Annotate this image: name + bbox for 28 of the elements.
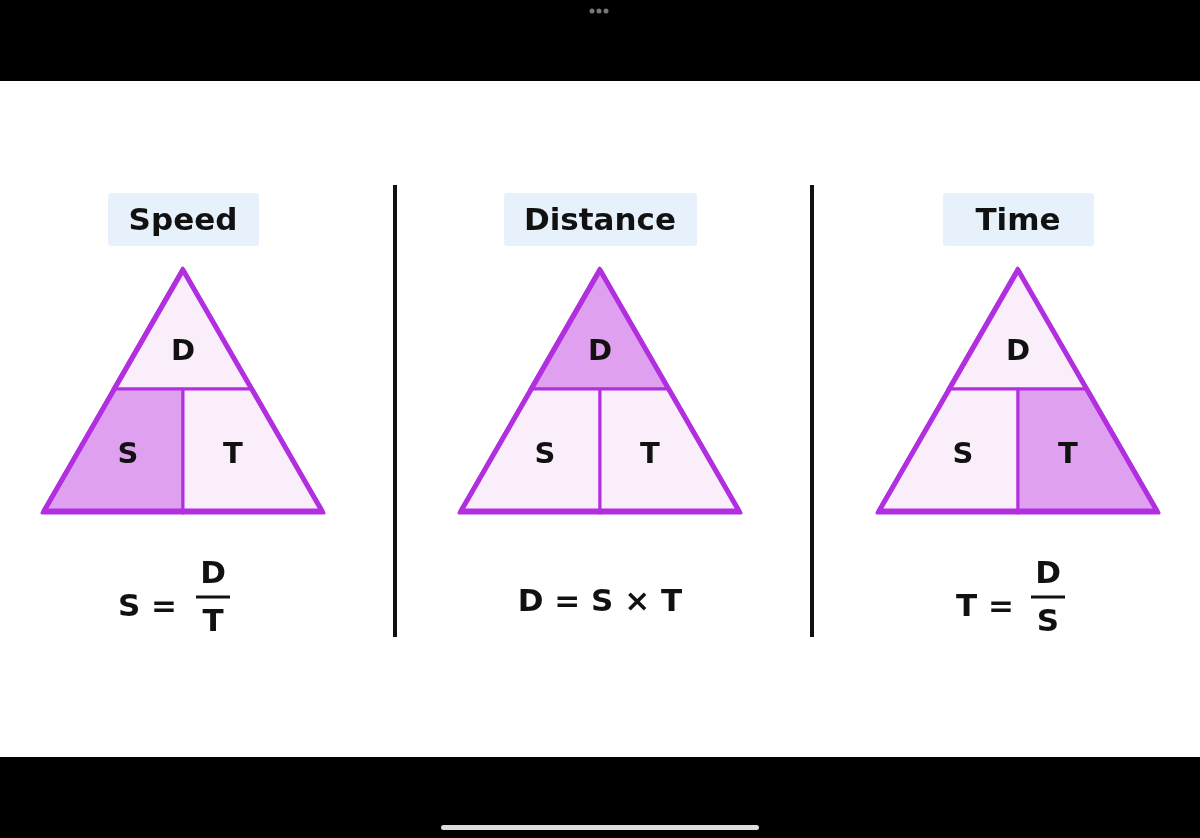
variable-letter: T <box>222 435 244 471</box>
formula-triangle <box>877 268 1159 513</box>
title-label: Time <box>942 193 1094 246</box>
triangle-section <box>600 389 741 513</box>
triangle-section <box>459 389 600 513</box>
triangle-section <box>1018 389 1159 513</box>
formula-text: D <box>1034 553 1062 592</box>
title-label: Speed <box>107 193 259 246</box>
triangle-section <box>42 389 183 513</box>
formula-text: D = S × T <box>516 581 684 620</box>
formula-triangle <box>459 268 741 513</box>
triangle-section <box>183 389 324 513</box>
variable-letter: D <box>586 332 613 368</box>
variable-letter: T <box>639 435 661 471</box>
formula-text: D <box>199 553 227 592</box>
variable-letter: S <box>116 435 140 471</box>
formula-text: S = <box>118 586 178 625</box>
variable-letter: S <box>533 435 557 471</box>
variable-letter: S <box>951 435 975 471</box>
formula-text: S <box>1035 601 1061 640</box>
formula-triangle <box>42 268 324 513</box>
variable-letter: D <box>169 332 196 368</box>
formula-text: T <box>201 601 225 640</box>
triangle-section <box>877 389 1018 513</box>
variable-letter: D <box>1004 332 1031 368</box>
formula-text: T = <box>956 586 1014 625</box>
title-label: Distance <box>503 193 697 246</box>
variable-letter: T <box>1057 435 1079 471</box>
